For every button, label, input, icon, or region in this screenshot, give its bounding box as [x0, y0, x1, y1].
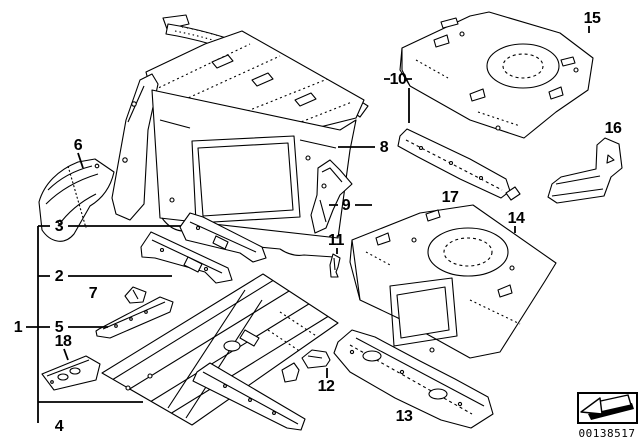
part-6-drawing — [38, 158, 115, 242]
leader-10 — [384, 78, 412, 123]
part-14-drawing — [349, 204, 557, 359]
part-18-drawing — [41, 355, 101, 391]
part-13-drawing — [333, 329, 494, 429]
parts-illustration — [38, 11, 623, 431]
leader-18 — [63, 348, 69, 361]
callout-17[interactable]: 17 — [442, 189, 460, 206]
callout-13[interactable]: 13 — [396, 408, 414, 425]
part-9-drawing — [310, 159, 353, 234]
diagram-stamp: 00138517 — [577, 392, 638, 440]
leader-lines — [26, 26, 590, 423]
part-15-drawing — [399, 11, 594, 139]
leader-6 — [77, 152, 84, 169]
callout-5[interactable]: 5 — [55, 319, 65, 336]
callout-6[interactable]: 6 — [74, 137, 84, 154]
stamp-number: 00138517 — [579, 427, 636, 440]
callout-labels: 1 2 3 4 5 6 7 8 9 10 11 12 13 14 15 16 1… — [14, 10, 623, 435]
callout-15[interactable]: 15 — [584, 10, 602, 27]
callout-10[interactable]: 10 — [390, 71, 408, 88]
callout-12[interactable]: 12 — [318, 378, 336, 395]
callout-14[interactable]: 14 — [508, 210, 526, 227]
callout-7[interactable]: 7 — [89, 285, 99, 302]
callout-18[interactable]: 18 — [55, 333, 73, 350]
callout-9[interactable]: 9 — [342, 197, 352, 214]
callout-1[interactable]: 1 — [14, 319, 24, 336]
part-16-drawing — [547, 137, 623, 204]
part-11-drawing — [329, 253, 341, 278]
part-4-drawing — [101, 273, 339, 431]
part-2-drawing — [140, 231, 233, 284]
callout-2[interactable]: 2 — [55, 268, 65, 285]
part-5-drawing — [95, 296, 174, 339]
return-arrow-icon — [580, 394, 634, 420]
callout-3[interactable]: 3 — [55, 218, 65, 235]
part-3-drawing — [179, 212, 267, 263]
callout-8[interactable]: 8 — [380, 139, 390, 156]
part-12-drawing — [281, 349, 331, 383]
callout-11[interactable]: 11 — [328, 232, 345, 249]
callout-4[interactable]: 4 — [55, 418, 65, 435]
part-8-drawing — [111, 30, 365, 258]
part-7-drawing — [124, 286, 147, 304]
part-17-drawing — [397, 128, 521, 201]
callout-16[interactable]: 16 — [605, 120, 623, 137]
